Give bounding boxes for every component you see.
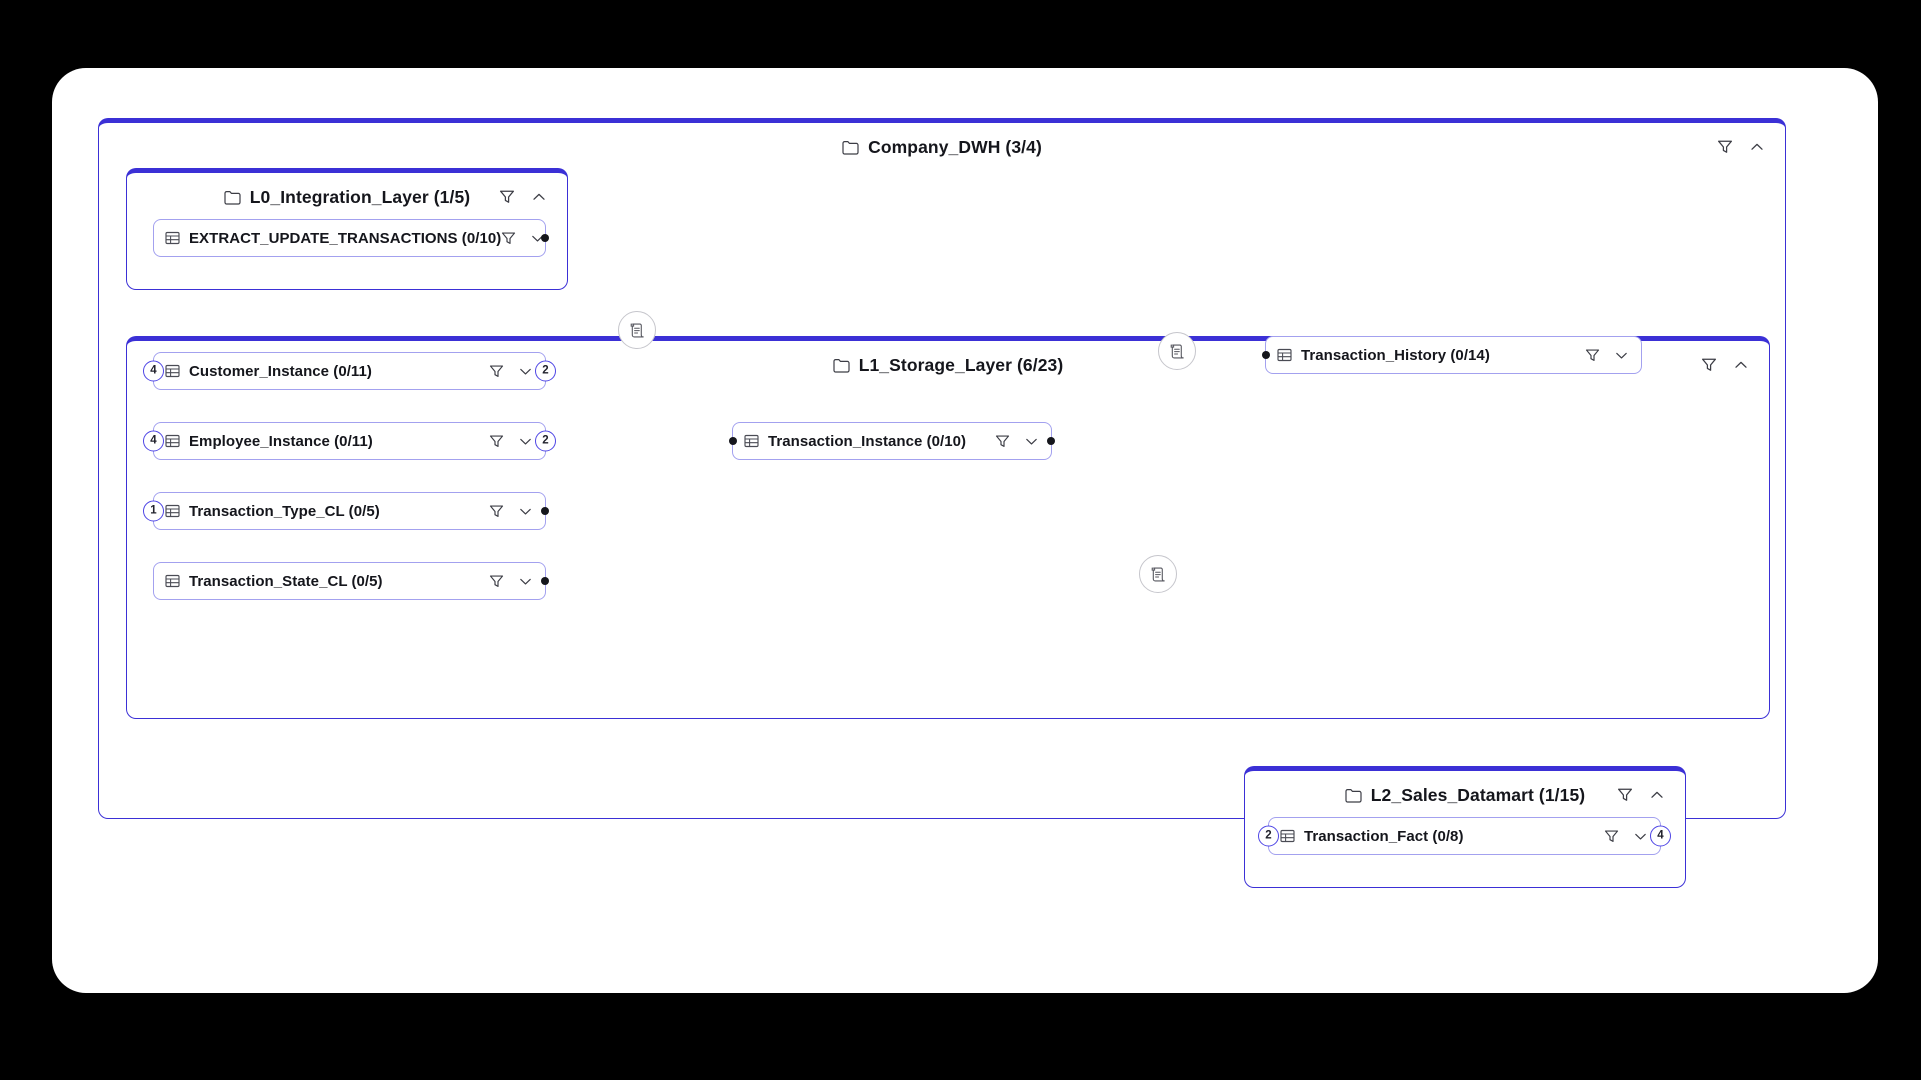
chevron-up-icon[interactable]	[1649, 787, 1665, 803]
node-transaction-state-cl[interactable]: Transaction_State_CL (0/5)	[153, 562, 549, 600]
filter-icon[interactable]	[995, 434, 1010, 449]
filter-icon[interactable]	[489, 434, 504, 449]
node-tools-transaction-history[interactable]	[1585, 348, 1631, 363]
group-header-l1: L1_Storage_Layer (6/23)	[127, 341, 1769, 389]
group-header-company-dwh: Company_DWH (3/4)	[99, 123, 1785, 171]
edge-marker-extract-to-instance[interactable]	[618, 311, 656, 349]
filter-icon[interactable]	[489, 574, 504, 589]
group-title-l1: L1_Storage_Layer (6/23)	[833, 355, 1064, 376]
output-port-transaction-type-cl[interactable]	[541, 507, 549, 515]
filter-icon[interactable]	[1585, 348, 1600, 363]
node-tools-transaction-state-cl[interactable]	[489, 574, 535, 589]
input-badge-employee-instance[interactable]: 4	[143, 430, 164, 452]
script-icon	[1150, 566, 1167, 583]
node-extract-update-transactions[interactable]: EXTRACT_UPDATE_TRANSACTIONS (0/10)	[153, 219, 549, 257]
node-tools-extract-update-transactions[interactable]	[501, 231, 547, 246]
output-port-transaction-state-cl[interactable]	[541, 577, 549, 585]
filter-icon[interactable]	[499, 189, 515, 205]
node-transaction-history[interactable]: Transaction_History (0/14)	[1262, 336, 1642, 374]
group-tools-company-dwh[interactable]	[1717, 139, 1765, 155]
output-badge-customer-instance[interactable]: 2	[535, 360, 556, 382]
group-label-l1: L1_Storage_Layer (6/23)	[858, 354, 1064, 375]
edge-marker-instance-to-history[interactable]	[1158, 332, 1196, 370]
node-label-transaction-fact: Transaction_Fact (0/8)	[1304, 827, 1464, 845]
node-tools-transaction-instance[interactable]	[995, 434, 1041, 449]
group-tools-l2[interactable]	[1617, 787, 1665, 803]
group-title-l2: L2_Sales_Datamart (1/15)	[1345, 785, 1585, 806]
input-port-transaction-instance[interactable]	[729, 437, 737, 445]
node-tools-employee-instance[interactable]	[489, 434, 535, 449]
table-icon	[165, 574, 180, 588]
filter-icon[interactable]	[489, 364, 504, 379]
edge-marker-instance-to-fact[interactable]	[1139, 555, 1177, 593]
node-label-transaction-state-cl: Transaction_State_CL (0/5)	[189, 572, 383, 590]
group-tools-l1[interactable]	[1701, 357, 1749, 373]
input-badge-transaction-fact[interactable]: 2	[1258, 825, 1279, 847]
chevron-down-icon[interactable]	[1024, 434, 1039, 449]
group-title-l0: L0_Integration_Layer (1/5)	[224, 187, 470, 208]
script-icon	[629, 322, 646, 339]
output-port-extract-update-transactions[interactable]	[541, 234, 549, 242]
input-badge-customer-instance[interactable]: 4	[143, 360, 164, 382]
input-port-transaction-history[interactable]	[1262, 351, 1270, 359]
chevron-down-icon[interactable]	[530, 231, 545, 246]
node-label-transaction-history: Transaction_History (0/14)	[1301, 346, 1490, 364]
node-label-extract-update-transactions: EXTRACT_UPDATE_TRANSACTIONS (0/10)	[189, 229, 502, 247]
node-tools-transaction-fact[interactable]	[1604, 829, 1650, 844]
node-label-transaction-instance: Transaction_Instance (0/10)	[768, 432, 967, 450]
node-customer-instance[interactable]: Customer_Instance (0/11) 4 2	[143, 352, 556, 390]
table-icon	[165, 434, 180, 448]
node-transaction-instance[interactable]: Transaction_Instance (0/10)	[729, 422, 1055, 460]
chevron-up-icon[interactable]	[531, 189, 547, 205]
group-label-l2: L2_Sales_Datamart (1/15)	[1370, 784, 1586, 805]
node-transaction-fact[interactable]: Transaction_Fact (0/8) 2 4	[1258, 817, 1671, 855]
output-badge-transaction-fact[interactable]: 4	[1650, 825, 1671, 847]
group-header-l0: L0_Integration_Layer (1/5)	[127, 173, 567, 221]
graph-card: Company_DWH (3/4)	[52, 68, 1878, 993]
group-header-l2: L2_Sales_Datamart (1/15)	[1245, 771, 1685, 819]
chevron-down-icon[interactable]	[1614, 348, 1629, 363]
chevron-down-icon[interactable]	[518, 504, 533, 519]
folder-icon	[224, 190, 241, 205]
group-label-company-dwh: Company_DWH (3/4)	[868, 136, 1042, 157]
folder-icon	[833, 358, 850, 373]
node-label-customer-instance: Customer_Instance (0/11)	[189, 362, 372, 380]
filter-icon[interactable]	[1604, 829, 1619, 844]
table-icon	[165, 364, 180, 378]
table-icon	[165, 504, 180, 518]
table-icon	[1277, 348, 1292, 362]
script-icon	[1169, 343, 1186, 360]
filter-icon[interactable]	[501, 231, 516, 246]
chevron-up-icon[interactable]	[1749, 139, 1765, 155]
table-icon	[744, 434, 759, 448]
filter-icon[interactable]	[489, 504, 504, 519]
chevron-down-icon[interactable]	[518, 434, 533, 449]
node-transaction-type-cl[interactable]: Transaction_Type_CL (0/5) 1	[143, 492, 549, 530]
node-tools-transaction-type-cl[interactable]	[489, 504, 535, 519]
chevron-down-icon[interactable]	[518, 364, 533, 379]
table-icon	[1280, 829, 1295, 843]
output-port-transaction-instance[interactable]	[1047, 437, 1055, 445]
folder-icon	[842, 140, 859, 155]
filter-icon[interactable]	[1717, 139, 1733, 155]
filter-icon[interactable]	[1617, 787, 1633, 803]
node-tools-customer-instance[interactable]	[489, 364, 535, 379]
group-title-company-dwh: Company_DWH (3/4)	[842, 137, 1042, 158]
table-icon	[165, 231, 180, 245]
node-label-transaction-type-cl: Transaction_Type_CL (0/5)	[189, 502, 380, 520]
filter-icon[interactable]	[1701, 357, 1717, 373]
group-tools-l0[interactable]	[499, 189, 547, 205]
chevron-up-icon[interactable]	[1733, 357, 1749, 373]
chevron-down-icon[interactable]	[1633, 829, 1648, 844]
folder-icon	[1345, 788, 1362, 803]
input-badge-transaction-type-cl[interactable]: 1	[143, 500, 164, 522]
group-label-l0: L0_Integration_Layer (1/5)	[249, 186, 471, 207]
output-badge-employee-instance[interactable]: 2	[535, 430, 556, 452]
node-label-employee-instance: Employee_Instance (0/11)	[189, 432, 373, 450]
node-employee-instance[interactable]: Employee_Instance (0/11) 4 2	[143, 422, 556, 460]
chevron-down-icon[interactable]	[518, 574, 533, 589]
